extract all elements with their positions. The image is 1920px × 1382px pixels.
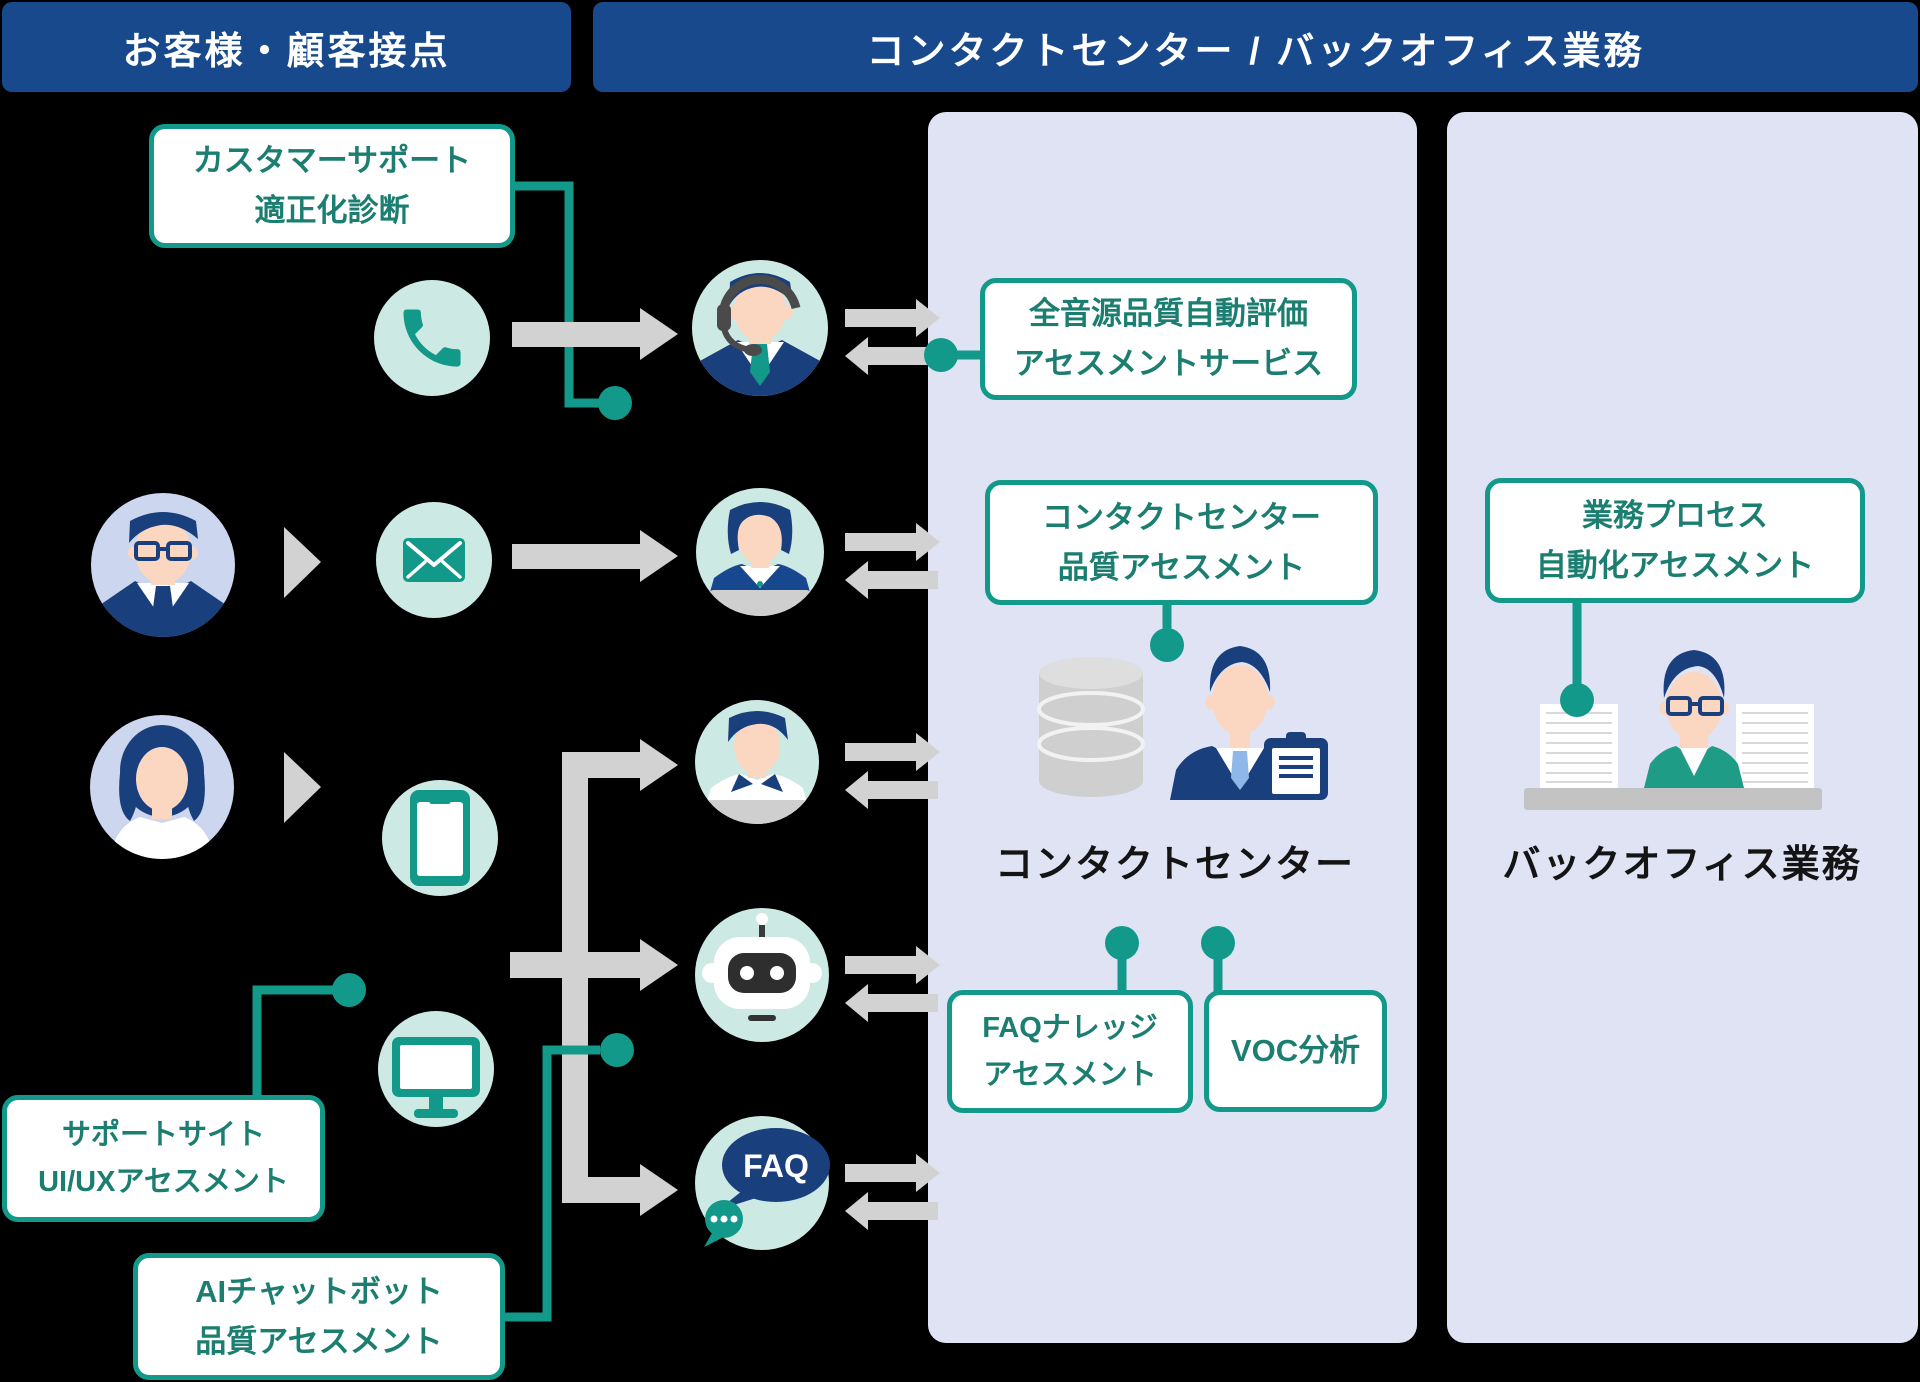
connector-customer-support: [515, 181, 600, 408]
box-faq-knowledge: FAQナレッジ アセスメント: [947, 990, 1193, 1113]
arrow-phone-to-operator: [512, 308, 678, 360]
arrow-pair-faq: [845, 1154, 940, 1230]
box-process-automation: 業務プロセス 自動化アセスメント: [1485, 478, 1865, 603]
glasses-icon: [1666, 696, 1724, 716]
customer-woman-avatar: [90, 715, 234, 859]
chat-dots-icon: [704, 1200, 743, 1247]
smartphone-icon: [410, 790, 470, 886]
box-line: 自動化アセスメント: [1535, 547, 1815, 583]
monitor-channel: [378, 1011, 494, 1127]
glasses-icon: [134, 541, 192, 561]
box-line: アセスメントサービス: [1013, 346, 1324, 381]
box-voc: VOC分析: [1204, 990, 1387, 1112]
arrow-pair-operator: [845, 299, 940, 375]
box-line: VOC分析: [1230, 1033, 1361, 1069]
database-icon: [1037, 657, 1145, 797]
box-line: UI/UXアセスメント: [38, 1165, 289, 1198]
arrow-pair-agent2: [845, 523, 940, 599]
box-ai-chatbot: AIチャットボット 品質アセスメント: [133, 1253, 505, 1380]
box-line: AIチャットボット: [195, 1273, 443, 1309]
box-support-site: サポートサイト UI/UXアセスメント: [2, 1095, 325, 1222]
header-customers: お客様・顧客接点: [2, 2, 571, 92]
agent-man-avatar: [695, 700, 819, 824]
flow-arrows: [284, 299, 940, 1230]
box-cc-quality: コンタクトセンター 品質アセスメント: [985, 480, 1378, 605]
back-office-caption: バックオフィス業務: [1502, 844, 1862, 886]
faq-bubble-label: FAQ: [743, 1148, 809, 1184]
arrow-pair-chatbot: [845, 946, 940, 1022]
email-icon: [403, 538, 465, 582]
chatbot-avatar: [695, 908, 829, 1042]
manager-with-clipboard: [1170, 646, 1328, 800]
phone-icon: [403, 309, 461, 367]
box-customer-support-diag: カスタマーサポート 適正化診断: [149, 124, 515, 248]
triangle-arrow-customer1: [284, 527, 321, 598]
arrow-email-to-agent: [512, 530, 678, 582]
laptop-icon: [703, 800, 811, 824]
arrow-pair-agent3: [845, 733, 940, 809]
box-voice-quality: 全音源品質自動評価 アセスメントサービス: [980, 278, 1357, 400]
customer-man-avatar: [91, 493, 235, 637]
paper-stack-icon: [1540, 704, 1814, 790]
agent-woman-avatar: [696, 488, 824, 616]
box-line: コンタクトセンター: [1042, 499, 1321, 535]
box-line: 品質アセスメント: [195, 1323, 443, 1359]
agent-operator-avatar: [692, 260, 828, 396]
header-customers-label: お客様・顧客接点: [122, 30, 451, 73]
desk-icon: [1524, 788, 1822, 810]
box-line: サポートサイト: [61, 1119, 265, 1152]
arrow-trunk-branches: [510, 739, 678, 1216]
monitor-icon: [392, 1037, 480, 1118]
box-line: 品質アセスメント: [1057, 549, 1306, 585]
box-line: 全音源品質自動評価: [1029, 296, 1308, 332]
teal-connectors: [252, 350, 1582, 1322]
laptop-icon: [706, 590, 814, 616]
box-line: アセスメント: [983, 1058, 1157, 1091]
header-contact-back-office-label: コンタクトセンター / バックオフィス業務: [866, 30, 1645, 73]
triangle-arrow-customer2: [284, 752, 321, 823]
clipboard-icon: [1264, 732, 1328, 800]
connector-support-site: [252, 985, 334, 1097]
headset-icon: [717, 275, 801, 356]
box-line: 業務プロセス: [1582, 497, 1768, 533]
back-office-worker: [1524, 650, 1822, 810]
box-line: カスタマーサポート: [192, 143, 472, 179]
box-line: FAQナレッジ: [982, 1012, 1158, 1045]
box-line: 適正化診断: [254, 193, 410, 228]
faq-avatar: FAQ: [695, 1116, 830, 1250]
phone-channel: [374, 280, 490, 396]
connector-dots: [332, 338, 1594, 1067]
connector-ai-chatbot: [505, 1045, 600, 1322]
header-contact-back-office: コンタクトセンター / バックオフィス業務: [593, 2, 1918, 92]
robot-icon: [702, 937, 822, 1021]
smartphone-channel: [382, 780, 498, 896]
contact-center-caption: コンタクトセンター: [994, 844, 1355, 886]
email-channel: [376, 502, 492, 618]
faq-bubble-icon: FAQ: [718, 1128, 830, 1210]
